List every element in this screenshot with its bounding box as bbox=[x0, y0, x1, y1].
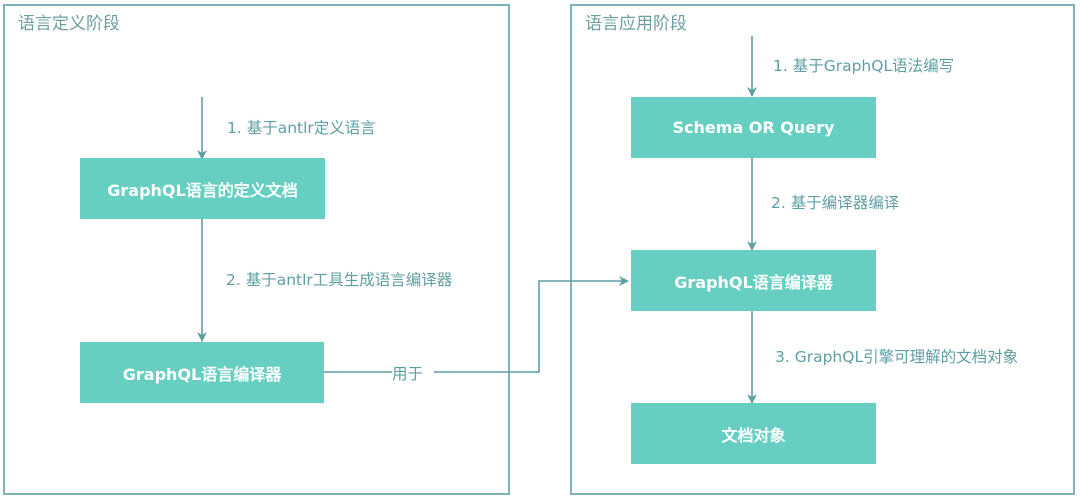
panel-definition-stage bbox=[3, 4, 510, 495]
edge-label-generate-compiler: 2. 基于antlr工具生成语言编译器 bbox=[226, 271, 453, 289]
panel-application-stage bbox=[570, 4, 1075, 495]
node-application-compiler: GraphQL语言编译器 bbox=[631, 250, 876, 311]
panel-title-application: 语言应用阶段 bbox=[585, 14, 687, 34]
node-document-object: 文档对象 bbox=[631, 403, 876, 464]
edge-label-compile: 2. 基于编译器编译 bbox=[771, 194, 900, 212]
node-schema-or-query: Schema OR Query bbox=[631, 97, 876, 158]
edge-label-used-for: 用于 bbox=[392, 365, 424, 383]
panel-title-definition: 语言定义阶段 bbox=[18, 14, 120, 34]
edge-compiler-to-app-compiler-2 bbox=[434, 276, 629, 373]
node-definition-compiler: GraphQL语言编译器 bbox=[80, 342, 324, 403]
node-definition-document: GraphQL语言的定义文档 bbox=[80, 158, 325, 219]
edge-label-define-language: 1. 基于antlr定义语言 bbox=[227, 119, 376, 137]
edge-label-write-graphql: 1. 基于GraphQL语法编写 bbox=[773, 57, 955, 75]
edge-label-document-object: 3. GraphQL引擎可理解的文档对象 bbox=[775, 348, 1019, 366]
